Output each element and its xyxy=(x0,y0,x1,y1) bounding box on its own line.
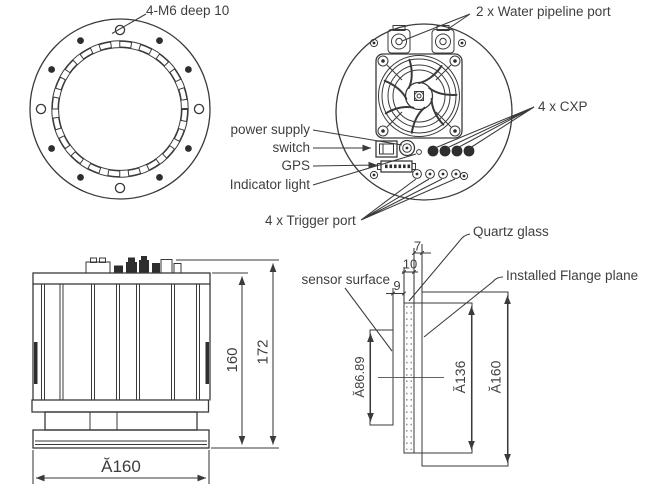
m6-label: 4-M6 deep 10 xyxy=(146,3,229,18)
sensor-diameter-label: Ă86.89 xyxy=(352,356,367,397)
sensor-surface-leader xyxy=(344,287,393,352)
power-supply-connector xyxy=(398,139,416,157)
quartz-glass-label: Quartz glass xyxy=(473,224,549,239)
top-connectors xyxy=(85,256,182,274)
flange-outer-circle xyxy=(29,18,211,200)
cxp-leader xyxy=(434,106,535,149)
mount-flange xyxy=(32,429,210,449)
flange-diameter-label: Ă160 xyxy=(488,360,504,393)
screw-holes xyxy=(48,37,192,181)
trigger-label: 4 x Trigger port xyxy=(265,213,356,228)
water-port-leader xyxy=(401,13,471,42)
m6-holes xyxy=(35,24,205,194)
switch-label: switch xyxy=(272,140,310,155)
side-dimensions: Ă160 160 172 xyxy=(32,259,279,484)
heatsink-fins xyxy=(32,283,211,401)
cxp-label: 4 x CXP xyxy=(538,99,588,114)
water-port-left xyxy=(387,25,411,54)
gap-dimensions: 9 10 7 xyxy=(386,239,431,330)
power-supply-leader xyxy=(312,129,403,146)
mount-thread-segments xyxy=(51,40,189,178)
sensor-surface-label: sensor surface xyxy=(301,272,390,287)
back-body-circle xyxy=(335,23,513,201)
side-view: Ă160 160 172 xyxy=(31,256,279,484)
height-160-label: 160 xyxy=(224,347,241,372)
height-172-label: 172 xyxy=(255,339,272,364)
cooling-fan xyxy=(375,53,463,139)
quartz-glass-leader xyxy=(408,233,471,302)
trigger-ports xyxy=(412,169,461,179)
indicator-leader xyxy=(312,153,417,186)
gps-leader xyxy=(312,161,378,169)
mount-ring-inner xyxy=(58,47,182,171)
power-switch xyxy=(375,140,398,158)
indicator-label: Indicator light xyxy=(230,177,311,192)
top-plate xyxy=(32,272,211,285)
gps-connector xyxy=(377,160,416,173)
flange-plane-label: Installed Flange plane xyxy=(506,268,638,283)
back-screws xyxy=(369,38,469,181)
section-view: Ă86.89 Ă136 Ă160 9 10 7 xyxy=(301,224,638,467)
water-port-label: 2 x Water pipeline port xyxy=(476,4,611,19)
inner-diameter-label: Ă136 xyxy=(452,360,468,393)
power-supply-label: power supply xyxy=(230,122,310,137)
back-view: 2 x Water pipeline port 4 x CXP power su… xyxy=(230,4,611,228)
flange-plane-leader xyxy=(423,276,504,338)
water-port-right xyxy=(431,25,455,54)
trigger-leader xyxy=(360,178,456,221)
diameter-160-label: Ă160 xyxy=(101,457,141,476)
dim-9-label: 9 xyxy=(393,278,400,293)
lower-plate xyxy=(31,399,210,413)
front-flange-view: 4-M6 deep 10 xyxy=(29,3,229,200)
m6-leader-line xyxy=(111,13,147,34)
dim-7-label: 7 xyxy=(414,239,421,254)
gps-label: GPS xyxy=(281,158,310,173)
indicator-light xyxy=(416,149,422,155)
cxp-connectors xyxy=(427,145,475,157)
neck xyxy=(44,411,198,431)
dim-10-label: 10 xyxy=(403,257,417,272)
